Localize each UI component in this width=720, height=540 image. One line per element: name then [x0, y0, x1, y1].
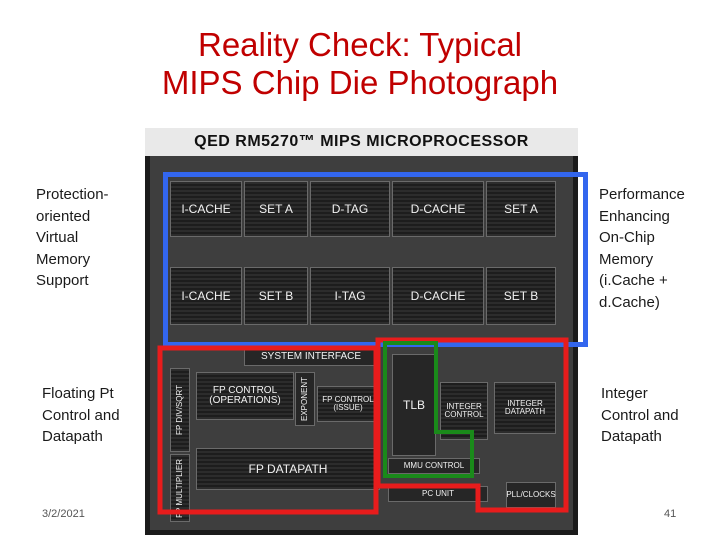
block-label: (OPERATIONS): [209, 395, 281, 406]
slide-date: 3/2/2021: [42, 508, 85, 520]
block-label: PLL/CLOCKS: [506, 489, 556, 499]
note-floating-point: Floating Pt Control and Datapath: [42, 383, 120, 448]
mmu-control-block: MMU CONTROL: [388, 458, 480, 474]
set-b-right-block: SET B: [486, 267, 556, 325]
set-b-left-block: SET B: [244, 267, 308, 325]
block-label: SET A: [504, 201, 538, 216]
block-label: SET A: [259, 201, 293, 216]
slide-title-line-2: MIPS Chip Die Photograph: [161, 64, 559, 101]
die-photograph: QED RM5270™ MIPS MICROPROCESSOR I-CACHE …: [145, 128, 578, 535]
die-body: I-CACHE SET A D-TAG D-CACHE SET A I-CACH…: [150, 156, 573, 530]
note-line: d.Cache): [599, 293, 660, 311]
block-label: FP MULTIPLIER: [174, 458, 184, 518]
slide-title-line-1: Reality Check: Typical: [197, 26, 523, 63]
system-interface-block: SYSTEM INTERFACE: [244, 348, 378, 366]
note-virtual-memory: Protection- oriented Virtual Memory Supp…: [36, 184, 109, 292]
note-line: oriented: [36, 207, 91, 225]
icache-set-b-block: I-CACHE: [170, 267, 242, 325]
tlb-block: TLB: [392, 354, 436, 456]
note-line: Control and: [601, 406, 679, 424]
set-a-left-block: SET A: [244, 181, 308, 237]
icache-set-a-block: I-CACHE: [170, 181, 242, 237]
pll-clocks-block: PLL/CLOCKS: [506, 482, 556, 508]
block-label: D-TAG: [331, 201, 369, 216]
block-label: MMU CONTROL: [403, 460, 465, 470]
integer-control-block: INTEGER CONTROL: [440, 382, 488, 440]
note-line: Control and: [42, 406, 120, 424]
block-label: FP DATAPATH: [248, 461, 328, 476]
block-label: (ISSUE): [333, 403, 363, 412]
note-line: Virtual: [36, 229, 79, 246]
note-line: (i.Cache +: [599, 272, 668, 289]
die-header-label: QED RM5270™ MIPS MICROPROCESSOR: [194, 133, 529, 150]
block-label: DATAPATH: [504, 407, 546, 416]
block-label: FP DIV/SQRT: [174, 385, 184, 435]
block-label: SYSTEM INTERFACE: [260, 350, 361, 362]
set-a-right-block: SET A: [486, 181, 556, 237]
block-label: I-CACHE: [181, 201, 231, 216]
fp-datapath-block: FP DATAPATH: [196, 448, 380, 490]
fp-control-operations-block: FP CONTROL (OPERATIONS): [196, 372, 294, 420]
block-label: TLB: [402, 397, 425, 412]
die-header: QED RM5270™ MIPS MICROPROCESSOR: [145, 128, 578, 156]
block-label: EXPONENT: [299, 376, 309, 421]
block-label: SET B: [503, 288, 539, 303]
block-label: SET B: [258, 288, 294, 303]
fp-multiplier-block: FP MULTIPLIER: [170, 454, 190, 522]
block-label: I-CACHE: [181, 288, 231, 303]
fp-divsqrt-block: FP DIV/SQRT: [170, 368, 190, 452]
pc-unit-block: PC UNIT: [388, 486, 488, 502]
note-line: Integer: [601, 385, 648, 402]
block-label: D-CACHE: [410, 201, 466, 216]
note-line: Protection-: [36, 186, 109, 203]
note-line: On-Chip: [599, 229, 655, 246]
note-line: Performance: [599, 186, 685, 203]
fp-control-issue-block: FP CONTROL (ISSUE): [317, 386, 379, 422]
block-label: I-TAG: [334, 288, 366, 303]
dcache-set-b-block: D-CACHE: [392, 267, 484, 325]
note-on-chip-memory: Performance Enhancing On-Chip Memory (i.…: [599, 184, 685, 313]
dtag-block: D-TAG: [310, 181, 390, 237]
slide-number: 41: [664, 508, 677, 520]
exponent-block: EXPONENT: [295, 372, 315, 426]
dcache-set-a-block: D-CACHE: [392, 181, 484, 237]
note-line: Memory: [36, 250, 91, 268]
note-line: Datapath: [42, 428, 103, 445]
note-line: Datapath: [601, 428, 662, 445]
integer-datapath-block: INTEGER DATAPATH: [494, 382, 556, 434]
note-line: Memory: [599, 250, 654, 268]
itag-block: I-TAG: [310, 267, 390, 325]
note-line: Support: [36, 272, 89, 289]
slide-title: Reality Check: Typical MIPS Chip Die Pho…: [0, 26, 720, 102]
note-line: Floating Pt: [42, 385, 114, 402]
note-line: Enhancing: [599, 207, 670, 225]
block-label: PC UNIT: [422, 488, 454, 498]
block-label: D-CACHE: [410, 288, 466, 303]
block-label: CONTROL: [444, 410, 484, 419]
note-integer: Integer Control and Datapath: [601, 383, 679, 448]
